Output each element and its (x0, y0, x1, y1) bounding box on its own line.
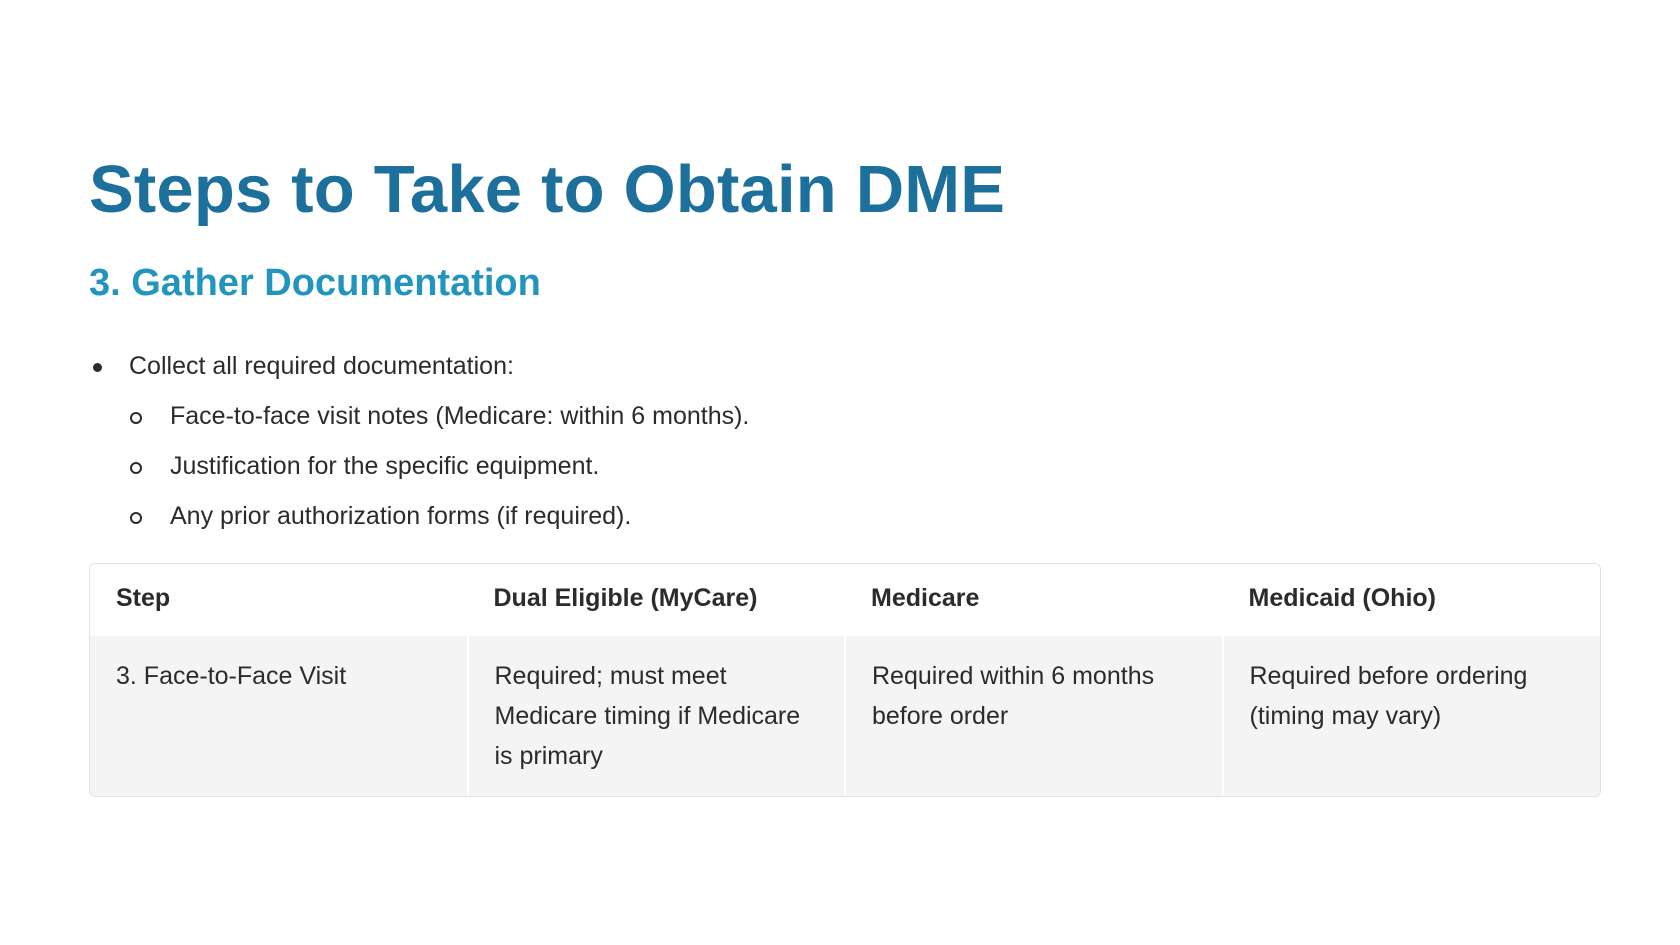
sub-bullet-text: Justification for the specific equipment… (170, 452, 600, 480)
sub-bullet-text: Any prior authorization forms (if requir… (170, 502, 632, 530)
table-row: 3. Face-to-Face Visit Required; must mee… (90, 636, 1600, 796)
page-title: Steps to Take to Obtain DME (89, 152, 1006, 227)
bullet-dot-icon (93, 363, 102, 372)
sub-bullet-item: Justification for the specific equipment… (89, 450, 1591, 500)
cell-medicare: Required within 6 months before order (844, 636, 1223, 796)
header-medicaid: Medicaid (Ohio) (1222, 564, 1600, 636)
table-header-row: Step Dual Eligible (MyCare) Medicare Med… (90, 564, 1600, 636)
comparison-table: Step Dual Eligible (MyCare) Medicare Med… (89, 563, 1601, 797)
sub-bullet-item: Any prior authorization forms (if requir… (89, 500, 1591, 550)
sub-bullet-text: Face-to-face visit notes (Medicare: with… (170, 402, 750, 430)
header-step: Step (90, 564, 468, 636)
header-medicare: Medicare (845, 564, 1223, 636)
section-heading: 3. Gather Documentation (89, 262, 541, 304)
bullet-list: Collect all required documentation: Face… (89, 350, 1591, 550)
bullet-ring-icon (130, 462, 142, 474)
bullet-item: Collect all required documentation: (89, 350, 1591, 400)
cell-step: 3. Face-to-Face Visit (90, 636, 468, 796)
bullet-ring-icon (130, 512, 142, 524)
cell-medicaid: Required before ordering (timing may var… (1221, 636, 1600, 796)
sub-bullet-item: Face-to-face visit notes (Medicare: with… (89, 400, 1591, 450)
bullet-text: Collect all required documentation: (129, 352, 514, 380)
bullet-ring-icon (130, 412, 142, 424)
header-dual-eligible: Dual Eligible (MyCare) (467, 564, 845, 636)
cell-dual-eligible: Required; must meet Medicare timing if M… (466, 636, 845, 796)
